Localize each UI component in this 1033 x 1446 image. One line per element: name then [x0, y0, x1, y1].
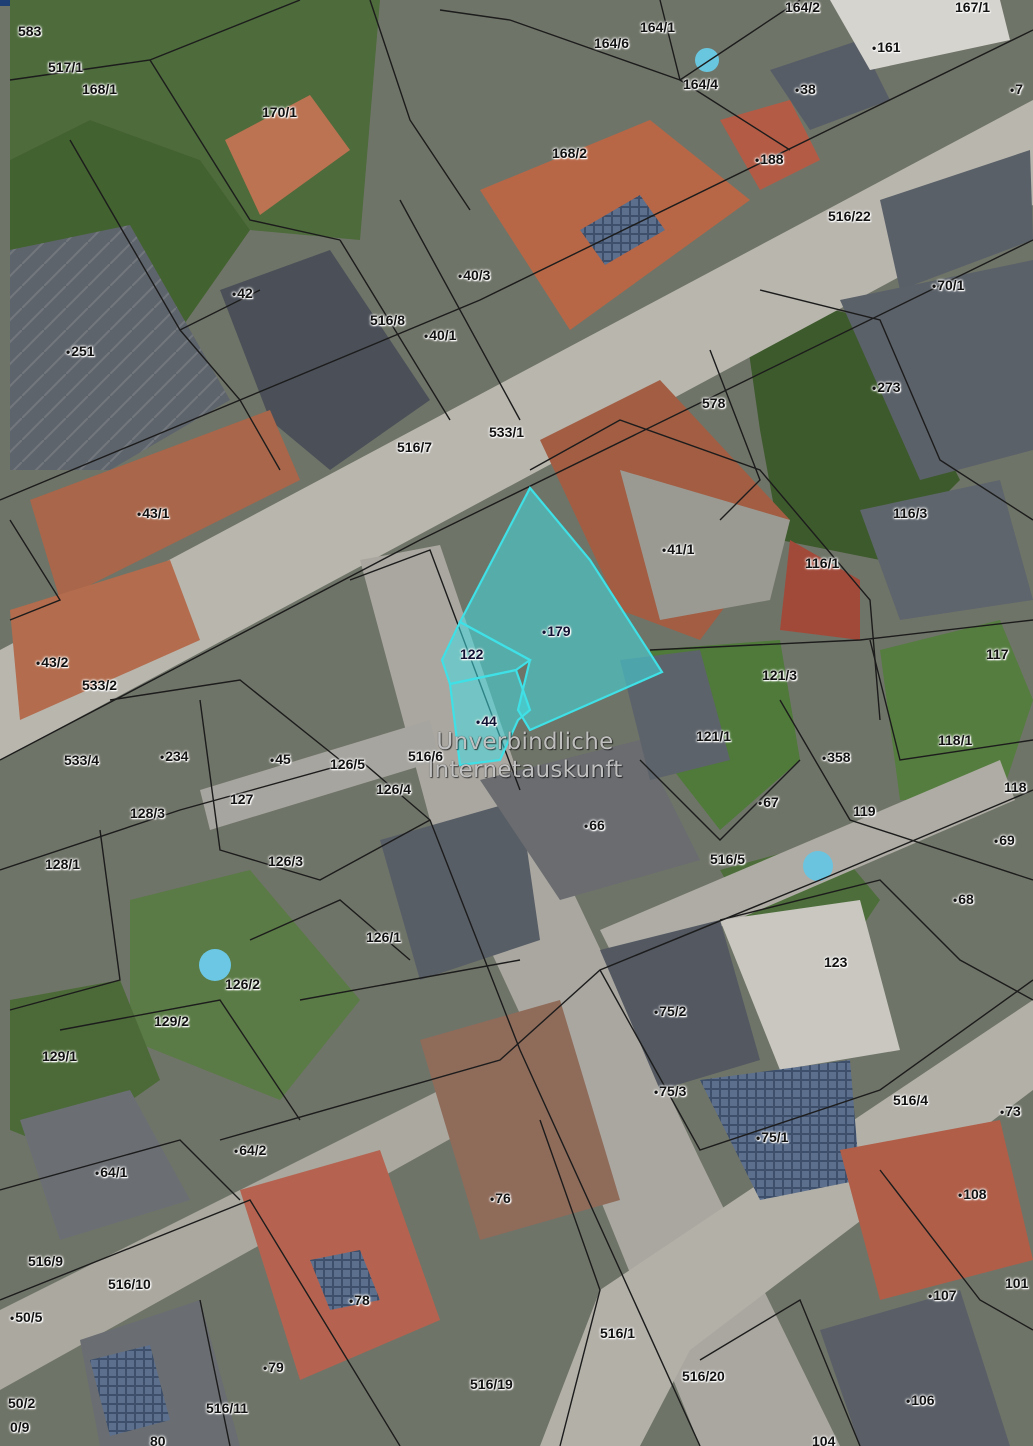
parcel-label-118-1: 118/1: [938, 732, 973, 748]
parcel-label-516-8: 516/8: [370, 312, 406, 328]
parcel-label-188: 188: [755, 152, 783, 166]
parcel-label-516-4: 516/4: [893, 1092, 929, 1108]
parcel-label-126-3: 126/3: [268, 853, 304, 869]
parcel-label-126-1: 126/1: [366, 929, 402, 945]
parcel-label-116-3: 116/3: [893, 505, 928, 521]
parcel-label-121-1: 121/1: [696, 728, 732, 744]
parcel-label-68: 68: [953, 892, 974, 906]
parcel-label-251: 251: [66, 344, 94, 358]
parcel-label-168-1: 168/1: [82, 81, 118, 97]
parcel-label-516-20: 516/20: [682, 1368, 725, 1384]
parcel-label-168-2: 168/2: [552, 145, 588, 161]
parcel-label-106: 106: [906, 1393, 934, 1407]
parcel-label-578: 578: [702, 395, 726, 411]
parcel-label-118: 118: [1004, 779, 1027, 795]
parcel-label-164-4: 164/4: [683, 76, 719, 92]
parcel-label-516-1: 516/1: [600, 1325, 636, 1341]
parcel-label-75-3: 75/3: [654, 1084, 686, 1098]
parcel-label-101: 101: [1005, 1275, 1029, 1291]
parcel-label-126-4: 126/4: [376, 781, 412, 797]
parcel-label-170-1: 170/1: [262, 104, 298, 120]
parcel-label-117: 117: [986, 646, 1009, 662]
parcel-label-273: 273: [872, 380, 900, 394]
parcel-label-0-9: 0/9: [10, 1419, 30, 1435]
parcel-label-44: 44: [476, 714, 497, 728]
watermark-line-1: Unverbindliche: [436, 729, 614, 755]
parcel-label-40-3: 40/3: [458, 268, 490, 282]
parcel-label-533-2: 533/2: [82, 677, 118, 693]
parcel-label-40-1: 40/1: [424, 328, 456, 342]
parcel-label-7: 7: [1010, 82, 1023, 96]
parcel-label-164-6: 164/6: [594, 35, 630, 51]
parcel-label-164-1: 164/1: [640, 19, 676, 35]
parcel-label-79: 79: [263, 1360, 284, 1374]
parcel-label-42: 42: [232, 286, 253, 300]
parcel-label-75-1: 75/1: [756, 1130, 788, 1144]
parcel-label-50-5: 50/5: [10, 1310, 42, 1324]
parcel-label-234: 234: [160, 749, 188, 763]
parcel-label-107: 107: [928, 1288, 956, 1302]
parcel-label-533-4: 533/4: [64, 752, 100, 768]
parcel-label-358: 358: [822, 750, 850, 764]
parcel-label-179: 179: [542, 624, 570, 638]
parcel-label-533-1: 533/1: [489, 424, 525, 440]
parcel-label-516-6: 516/6: [408, 748, 444, 764]
parcel-label-73: 73: [1000, 1104, 1021, 1118]
parcel-label-129-1: 129/1: [42, 1048, 78, 1064]
parcel-label-66: 66: [584, 818, 605, 832]
road-network: [0, 100, 1033, 1446]
parcel-label-122: 122: [460, 646, 484, 662]
parcel-label-119: 119: [853, 803, 876, 819]
parcel-label-516-22: 516/22: [828, 208, 871, 224]
parcel-label-64-1: 64/1: [95, 1165, 127, 1179]
parcel-label-127: 127: [230, 791, 254, 807]
parcel-label-69: 69: [994, 833, 1015, 847]
parcel-label-104: 104: [812, 1433, 836, 1446]
parcel-label-128-3: 128/3: [130, 805, 166, 821]
parcel-label-161: 161: [872, 40, 900, 54]
parcel-label-128-1: 128/1: [45, 856, 81, 872]
parcel-label-64-2: 64/2: [234, 1143, 266, 1157]
parcel-label-43-1: 43/1: [137, 506, 169, 520]
parcel-label-121-3: 121/3: [762, 667, 798, 683]
parcel-label-50-2: 50/2: [8, 1395, 36, 1411]
watermark: Unverbindliche Internetauskunft: [400, 728, 650, 784]
parcel-label-38: 38: [795, 82, 816, 96]
watermark-line-2: Internetauskunft: [427, 757, 623, 783]
parcel-label-126-5: 126/5: [330, 756, 366, 772]
parcel-label-167-1: 167/1: [955, 0, 991, 15]
parcel-label-164-2: 164/2: [785, 0, 821, 15]
parcel-label-41-1: 41/1: [662, 542, 694, 556]
parcel-label-516-19: 516/19: [470, 1376, 513, 1392]
parcel-label-123: 123: [824, 954, 848, 970]
parcel-label-75-2: 75/2: [654, 1004, 686, 1018]
parcel-label-43-2: 43/2: [36, 655, 68, 669]
parcel-label-516-9: 516/9: [28, 1253, 64, 1269]
parcel-label-116-1: 116/1: [805, 555, 840, 571]
parcel-label-76: 76: [490, 1191, 511, 1205]
parcel-label-108: 108: [958, 1187, 986, 1201]
parcel-label-80: 80: [150, 1433, 166, 1446]
parcel-label-45: 45: [270, 752, 291, 766]
parcel-label-67: 67: [758, 795, 779, 809]
parcel-label-516-7: 516/7: [397, 439, 433, 455]
parcel-label-70-1: 70/1: [932, 278, 964, 292]
parcel-label-517-1: 517/1: [48, 59, 84, 75]
parcel-label-583: 583: [18, 23, 42, 39]
parcel-label-129-2: 129/2: [154, 1013, 190, 1029]
parcel-label-516-10: 516/10: [108, 1276, 151, 1292]
parcel-label-516-11: 516/11: [206, 1400, 249, 1416]
parcel-label-78: 78: [349, 1293, 370, 1307]
parcel-label-516-5: 516/5: [710, 851, 746, 867]
parcel-label-126-2: 126/2: [225, 976, 261, 992]
